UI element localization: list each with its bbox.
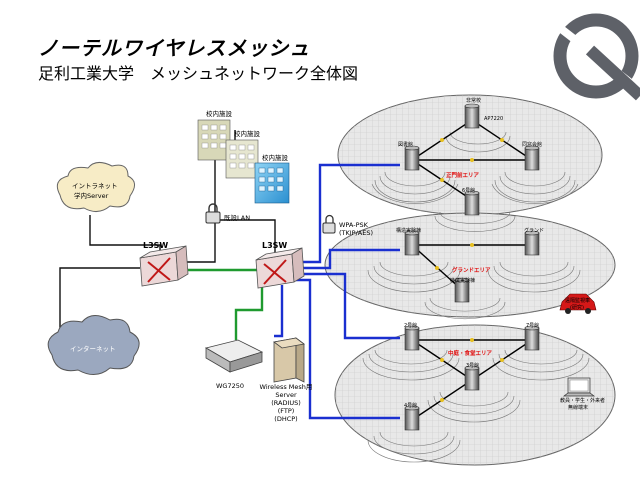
label-campus-building-2: 校内施設: [234, 129, 261, 138]
label-terminal-1: 教員・学生・外来者: [560, 397, 605, 404]
label-ap-lab: 機械実験棟: [450, 277, 475, 284]
ap-bldg3: [464, 365, 480, 391]
label-ap-bldg4: 4号館: [404, 402, 417, 409]
page-subtitle: 足利工業大学 メッシュネットワーク全体図: [38, 64, 359, 83]
mesh-server: [273, 337, 305, 383]
label-server-3: (RADIUS): [271, 399, 301, 407]
ap-library: [404, 145, 420, 171]
page-title: ノーテルワイヤレスメッシュ: [38, 36, 311, 60]
label-ap-bldg3: 3号館: [466, 362, 479, 369]
wpa-lock-icon: [322, 214, 336, 234]
l3-switch-right: [255, 247, 305, 289]
label-existing-lan: 既設LAN: [224, 213, 250, 222]
label-server-1: Wireless Mesh用: [260, 383, 313, 391]
laptop-icon: [562, 377, 596, 397]
label-area-ground: グランドエリア: [452, 266, 491, 274]
label-wpa-sub: (TKIP/AES): [339, 229, 373, 237]
label-server-2: Server: [275, 391, 297, 399]
label-ap-ground: グランド: [524, 227, 544, 234]
car-icon: [559, 293, 597, 314]
ap-bldg7: [524, 325, 540, 351]
radio-coverage-waves: [362, 131, 590, 463]
campus-building-2: [225, 139, 259, 179]
lock-icon: [205, 203, 221, 224]
ap-7220: [464, 103, 480, 129]
label-switch-right: L3SW: [262, 241, 287, 250]
label-area-gate: 正門前エリア: [446, 171, 480, 179]
label-campus-building-1: 校内施設: [206, 109, 233, 118]
campus-building-3: [254, 162, 290, 204]
ap-bldg2: [404, 325, 420, 351]
company-logo: [553, 13, 640, 101]
ap-ground: [524, 230, 540, 256]
label-car-1: 遠隔監視車: [565, 297, 590, 304]
label-ap-bldg6: 6号館: [462, 187, 475, 194]
wg7250-router: [204, 339, 264, 373]
label-campus-building-3: 校内施設: [262, 153, 289, 162]
ap-research: [404, 230, 420, 256]
label-intranet-server: 学内Server: [74, 191, 109, 200]
ap-alumni-hall: [524, 145, 540, 171]
label-ap-7220: AP7220: [484, 116, 503, 122]
mesh-zone-ground: [324, 212, 616, 318]
label-wg7250: WG7250: [216, 382, 244, 390]
wired-green: [178, 268, 264, 340]
intranet-cloud: [56, 162, 135, 212]
internet-cloud: [47, 315, 140, 375]
label-switch-left: L3SW: [143, 241, 168, 250]
campus-building-1: [197, 119, 231, 161]
label-ap-bldg2: 2号館: [404, 322, 417, 329]
label-car-2: (研究): [570, 304, 584, 311]
label-area-center: 中庭・食堂エリア: [448, 349, 493, 357]
wired-backbone: [274, 163, 400, 420]
label-terminal-2: 無線端末: [568, 404, 588, 411]
label-ap-alumni-hall: 同窓会館: [522, 141, 542, 148]
label-ap-7220-bldg: 非常校: [466, 97, 481, 104]
label-internet: インターネット: [70, 344, 116, 353]
label-ap-research: 構造実験棟: [396, 227, 421, 234]
label-ap-library: 図書館: [398, 141, 413, 148]
ap-bldg4: [404, 405, 420, 431]
label-intranet: イントラネット: [72, 182, 118, 190]
label-wpa: WPA-PSK: [339, 221, 369, 229]
label-ap-bldg7: 7号館: [526, 322, 539, 329]
ap-bldg6: [464, 190, 480, 216]
link-markers: [435, 138, 504, 402]
label-server-4: (FTP): [278, 407, 295, 415]
l3-switch-left: [139, 245, 189, 287]
label-server-5: (DHCP): [274, 415, 297, 423]
